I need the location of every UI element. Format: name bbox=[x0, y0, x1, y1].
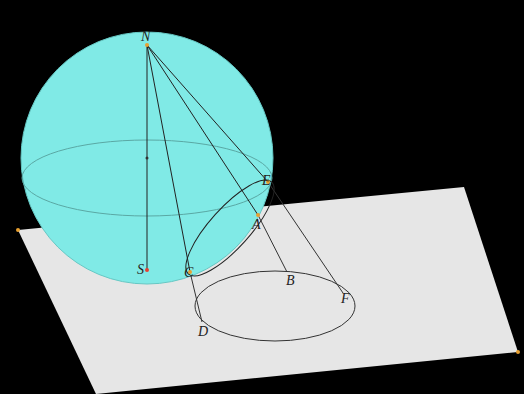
sphere bbox=[21, 32, 273, 284]
point-label: B bbox=[286, 274, 295, 288]
point-label: F bbox=[341, 292, 350, 306]
sphere-circle bbox=[174, 169, 287, 288]
point-label: C bbox=[184, 266, 193, 280]
projected-circle bbox=[195, 271, 355, 341]
points bbox=[16, 43, 520, 354]
point-label: E bbox=[262, 174, 271, 188]
point-label: N bbox=[141, 30, 150, 44]
point-label: A bbox=[252, 218, 261, 232]
lines-from-N bbox=[147, 45, 268, 272]
point-label: S bbox=[137, 263, 144, 277]
point-label: D bbox=[198, 325, 208, 339]
